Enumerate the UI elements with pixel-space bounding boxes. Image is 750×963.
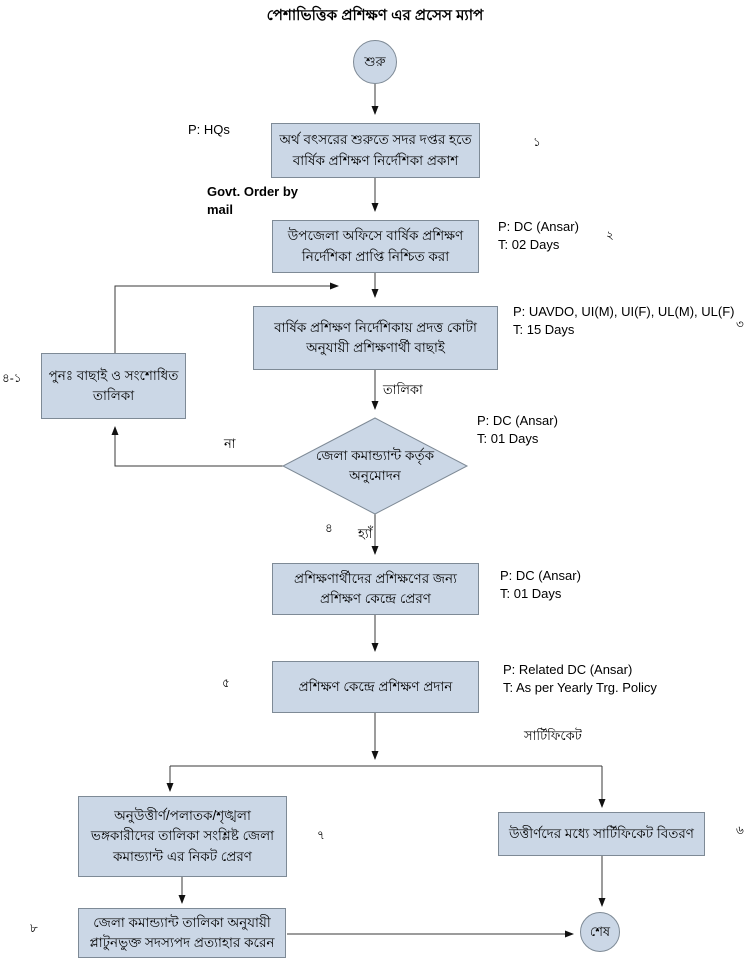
step-withdraw-membership: জেলা কমান্ড্যান্ট তালিকা অনুযায়ী প্লাটু… xyxy=(78,908,286,958)
annotation-ensure-t: T: 02 Days xyxy=(498,236,560,252)
edge-label-list: তালিকা xyxy=(383,382,423,397)
start-terminal: শুরু xyxy=(353,40,397,84)
step-number-5: ৫ xyxy=(222,676,230,690)
step-fail-list-to-commandant: অনুউত্তীর্ণ/পলাতক/শৃঙ্খলা ভঙ্গকারীদের তা… xyxy=(78,796,287,877)
annotation-send-p: P: DC (Ansar) xyxy=(500,568,581,583)
step-distribute-certificates: উত্তীর্ণদের মধ্যে সার্টিফিকেট বিতরণ xyxy=(498,812,705,856)
edge-label-certificate: সার্টিফিকেট xyxy=(524,728,582,743)
step-number-4: ৪ xyxy=(325,521,333,535)
annotation-select-pt: P: UAVDO, UI(M), UI(F), UL(M), UL(F) T: … xyxy=(513,303,734,338)
annotation-approval-t: T: 01 Days xyxy=(477,430,539,446)
annotation-train-p: P: Related DC (Ansar) xyxy=(503,662,633,677)
edge-label-no: না xyxy=(224,436,236,451)
step-send-to-training-center: প্রশিক্ষণার্থীদের প্রশিক্ষণের জন্য প্রশি… xyxy=(272,563,479,615)
annotation-train-pt: P: Related DC (Ansar) T: As per Yearly T… xyxy=(503,661,657,696)
annotation-send-pt: P: DC (Ansar) T: 01 Days xyxy=(500,567,581,602)
step-select-trainees: বার্ষিক প্রশিক্ষণ নির্দেশিকায় প্রদত্ত ক… xyxy=(253,306,498,370)
step-number-4-1: ৪-১ xyxy=(2,371,22,385)
annotation-publish-actor: P: HQs xyxy=(188,122,230,137)
step-number-8: ৮ xyxy=(30,921,38,935)
step-number-6: ৬ xyxy=(736,823,744,837)
annotation-approval-p: P: DC (Ansar) xyxy=(477,413,558,428)
annotation-approval-pt: P: DC (Ansar) T: 01 Days xyxy=(477,412,558,447)
page-title: পেশাভিত্তিক প্রশিক্ষণ এর প্রসেস ম্যাপ xyxy=(266,7,484,24)
step-reselect-revised-list: পুনঃ বাছাই ও সংশোধিত তালিকা xyxy=(41,353,186,419)
step-ensure-receipt: উপজেলা অফিসে বার্ষিক প্রশিক্ষণ নির্দেশিক… xyxy=(272,220,479,273)
end-terminal: শেষ xyxy=(580,912,620,952)
step-provide-training: প্রশিক্ষণ কেন্দ্রে প্রশিক্ষণ প্রদান xyxy=(272,661,479,713)
decision-approval-label: জেলা কমান্ড্যান্ট কর্তৃক অনুমোদন xyxy=(315,448,435,483)
annotation-select-t: T: 15 Days xyxy=(513,321,575,337)
step-publish-guideline: অর্থ বৎসরের শুরুতে সদর দপ্তর হতে বার্ষিক… xyxy=(271,123,480,178)
annotation-train-t: T: As per Yearly Trg. Policy xyxy=(503,679,657,695)
annotation-ensure-p: P: DC (Ansar) xyxy=(498,219,579,234)
step-number-1: ১ xyxy=(533,135,541,149)
annotation-publish-medium: Govt. Order by mail xyxy=(207,184,299,217)
edge-label-yes: হ্যাঁ xyxy=(358,526,373,541)
step-number-7: ৭ xyxy=(317,828,325,842)
annotation-send-t: T: 01 Days xyxy=(500,585,562,601)
annotation-select-p: P: UAVDO, UI(M), UI(F), UL(M), UL(F) xyxy=(513,304,735,319)
step-number-2: ২ xyxy=(606,228,614,242)
annotation-ensure-pt: P: DC (Ansar) T: 02 Days xyxy=(498,218,579,253)
step-number-3: ৩ xyxy=(736,317,744,331)
edge-approval-no-to-reselect xyxy=(111,426,283,467)
